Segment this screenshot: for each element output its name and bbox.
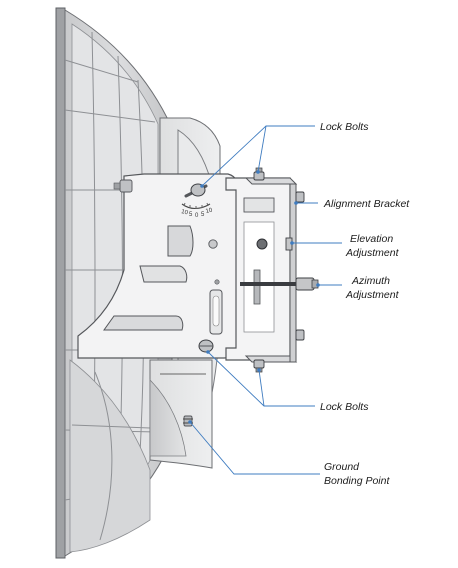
alignment-bracket <box>225 167 319 373</box>
callout-labels: Lock Bolts Alignment Bracket Elevation A… <box>320 121 410 487</box>
elevation-scale: 10 5 0 5 10 <box>181 208 214 219</box>
label-elevation-line1: Elevation <box>350 233 393 245</box>
scale-mark: 5 <box>201 212 205 218</box>
scale-mark: 0 <box>195 213 199 219</box>
ground-bonding-screw <box>183 415 193 427</box>
scale-mark: 10 <box>205 208 213 215</box>
label-elevation-line2: Adjustment <box>345 247 400 259</box>
scale-mark: 10 <box>181 209 189 216</box>
label-ground-line2: Bonding Point <box>324 475 390 487</box>
leader-lines <box>188 125 342 475</box>
label-azimuth-line2: Adjustment <box>345 289 400 301</box>
label-lock-bolts-bottom: Lock Bolts <box>320 401 369 413</box>
mount-plate <box>77 173 241 359</box>
label-lock-bolts-top: Lock Bolts <box>320 121 369 133</box>
label-ground-line1: Ground <box>324 461 360 473</box>
leader-ground-bonding <box>189 421 320 475</box>
scale-mark: 5 <box>189 212 193 218</box>
label-alignment-bracket: Alignment Bracket <box>323 198 410 210</box>
label-azimuth-line1: Azimuth <box>351 275 390 287</box>
lock-bolt-bottom-knob <box>198 339 214 353</box>
dish-reflector <box>55 7 173 559</box>
